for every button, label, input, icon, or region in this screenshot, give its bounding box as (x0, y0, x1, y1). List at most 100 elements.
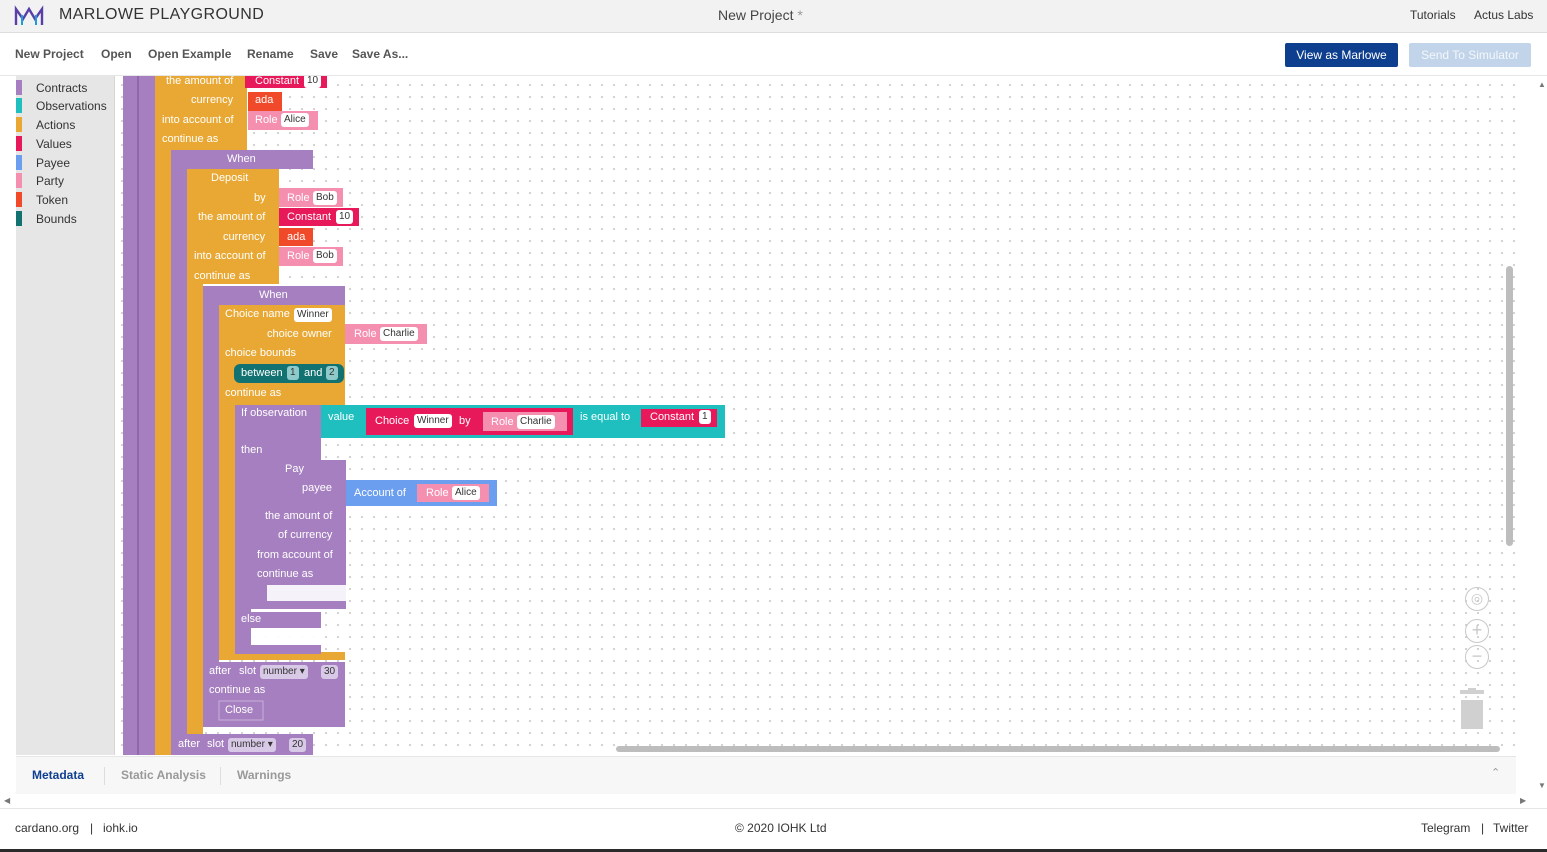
tutorials-link[interactable]: Tutorials (1410, 8, 1456, 22)
category-swatch (16, 155, 22, 170)
send-to-simulator-button[interactable]: Send To Simulator (1409, 43, 1531, 67)
page-scroll-up-icon[interactable]: ▲ (1538, 80, 1546, 89)
zoom-out-icon[interactable]: − (1465, 645, 1489, 669)
category-label: Bounds (36, 212, 77, 226)
new-project-button[interactable]: New Project (15, 47, 84, 61)
category-label: Actions (36, 118, 76, 132)
payee-role-label: Role (426, 487, 449, 499)
open-button[interactable]: Open (101, 47, 132, 61)
d2-into-label: into account of (194, 250, 266, 262)
pay-from-label: from account of (257, 549, 333, 561)
zoom-in-icon[interactable]: + (1465, 619, 1489, 643)
if-observation-label: If observation (241, 407, 308, 419)
choice-value-field[interactable]: Winner (414, 414, 452, 428)
workspace-vertical-scrollbar[interactable] (1506, 266, 1513, 546)
d2-by-role-label: Role (287, 192, 310, 204)
iohk-link[interactable]: iohk.io (103, 821, 138, 835)
inner-after-label: after (209, 665, 232, 677)
trash-icon[interactable] (1458, 688, 1486, 730)
constant-1-field[interactable]: 1 (699, 410, 711, 424)
twitter-link[interactable]: Twitter (1493, 821, 1529, 835)
if-role-label: Role (491, 416, 514, 428)
d1-currency-block (248, 92, 282, 111)
choice-owner-role-field[interactable]: Charlie (380, 327, 418, 341)
d2-constant-field[interactable]: 10 (336, 210, 354, 224)
when2-spine (203, 286, 219, 726)
outer-slot-value[interactable]: 20 (289, 738, 307, 752)
choice-owner-role-label: Role (354, 328, 377, 340)
save-as-button[interactable]: Save As... (352, 47, 409, 61)
choice-by-label: by (459, 415, 471, 427)
view-as-marlowe-button[interactable]: View as Marlowe (1285, 43, 1398, 67)
tab-static-analysis[interactable]: Static Analysis (121, 768, 206, 782)
unsaved-marker: * (797, 7, 803, 23)
category-token[interactable]: Token (16, 192, 115, 210)
category-swatch (16, 173, 22, 188)
page-scroll-left-icon[interactable]: ◀ (4, 796, 11, 805)
choice-bounds-label: choice bounds (225, 347, 296, 359)
category-swatch (16, 136, 22, 151)
d1-currency-label: currency (191, 94, 234, 106)
expand-panel-icon[interactable]: ⌃ (1491, 767, 1501, 779)
category-actions[interactable]: Actions (16, 117, 115, 135)
d1-constant-field[interactable]: 10 (304, 76, 322, 88)
deposit2-spine (187, 169, 203, 734)
category-payee[interactable]: Payee (16, 155, 115, 173)
category-values[interactable]: Values (16, 136, 115, 154)
page-scroll-right-icon[interactable]: ▶ (1520, 796, 1527, 805)
d2-by-role-field[interactable]: Bob (313, 191, 337, 205)
save-button[interactable]: Save (310, 47, 339, 61)
d2-into-role-field[interactable]: Bob (313, 249, 337, 263)
choice-owner-label: choice owner (267, 328, 332, 340)
pay-header (251, 460, 346, 603)
close-label: Close (225, 704, 254, 716)
payee-role-field[interactable]: Alice (452, 486, 480, 500)
cardano-link[interactable]: cardano.org (15, 821, 80, 835)
else-slot (251, 628, 321, 645)
category-label: Observations (36, 99, 107, 113)
d2-constant-label: Constant (287, 211, 332, 223)
pay-continue-slot (267, 585, 346, 601)
copyright: © 2020 IOHK Ltd (735, 821, 827, 835)
choice-name-field[interactable]: Winner (294, 308, 332, 322)
outer-contract-edge (137, 76, 139, 755)
bound-low-field[interactable]: 1 (287, 366, 299, 380)
tab-metadata[interactable]: Metadata (32, 768, 85, 782)
app-title: MARLOWE PLAYGROUND (59, 6, 265, 23)
category-party[interactable]: Party (16, 173, 115, 191)
d1-role-field[interactable]: Alice (281, 113, 309, 127)
category-bounds[interactable]: Bounds (16, 211, 115, 229)
when1-spine (171, 150, 187, 755)
outer-slot-dropdown-value: number (231, 739, 265, 750)
category-label: Token (36, 193, 69, 207)
page-scroll-down-icon[interactable]: ▼ (1538, 781, 1546, 790)
pay-label: Pay (285, 463, 304, 475)
d2-currency-block (279, 228, 313, 246)
outer-slot-dropdown[interactable]: number ▾ (228, 738, 276, 752)
if-role-field[interactable]: Charlie (517, 415, 555, 429)
inner-slot-dropdown[interactable]: number ▾ (260, 665, 308, 679)
marlowe-logo (14, 5, 44, 25)
workspace-horizontal-scrollbar[interactable] (616, 746, 1500, 752)
top-bar: MARLOWE PLAYGROUND New Project * Tutoria… (0, 0, 1547, 33)
when2-label: When (259, 289, 288, 301)
category-swatch (16, 192, 22, 207)
d2-amount-label: the amount of (198, 211, 266, 223)
inner-slot-value[interactable]: 30 (321, 665, 339, 679)
choice-continue-label: continue as (225, 387, 282, 399)
bound-high-field[interactable]: 2 (326, 366, 338, 380)
if-spine (235, 405, 251, 653)
telegram-link[interactable]: Telegram (1421, 821, 1471, 835)
open-example-button[interactable]: Open Example (148, 47, 232, 61)
category-observations[interactable]: Observations (16, 98, 115, 116)
actus-labs-link[interactable]: Actus Labs (1474, 8, 1534, 22)
category-contracts[interactable]: Contracts (16, 80, 115, 98)
block-toolbox: Contracts Observations Actions Values Pa… (16, 76, 115, 755)
rename-button[interactable]: Rename (247, 47, 294, 61)
d2-label: Deposit (211, 172, 249, 184)
dropdown-arrow-icon: ▾ (267, 739, 273, 750)
recenter-icon[interactable]: ◎ (1465, 587, 1489, 611)
d1-amount-label: the amount of (166, 76, 234, 87)
tab-warnings[interactable]: Warnings (237, 768, 292, 782)
blockly-workspace[interactable]: the amount of Constant 10 currency ada i… (16, 76, 1516, 755)
